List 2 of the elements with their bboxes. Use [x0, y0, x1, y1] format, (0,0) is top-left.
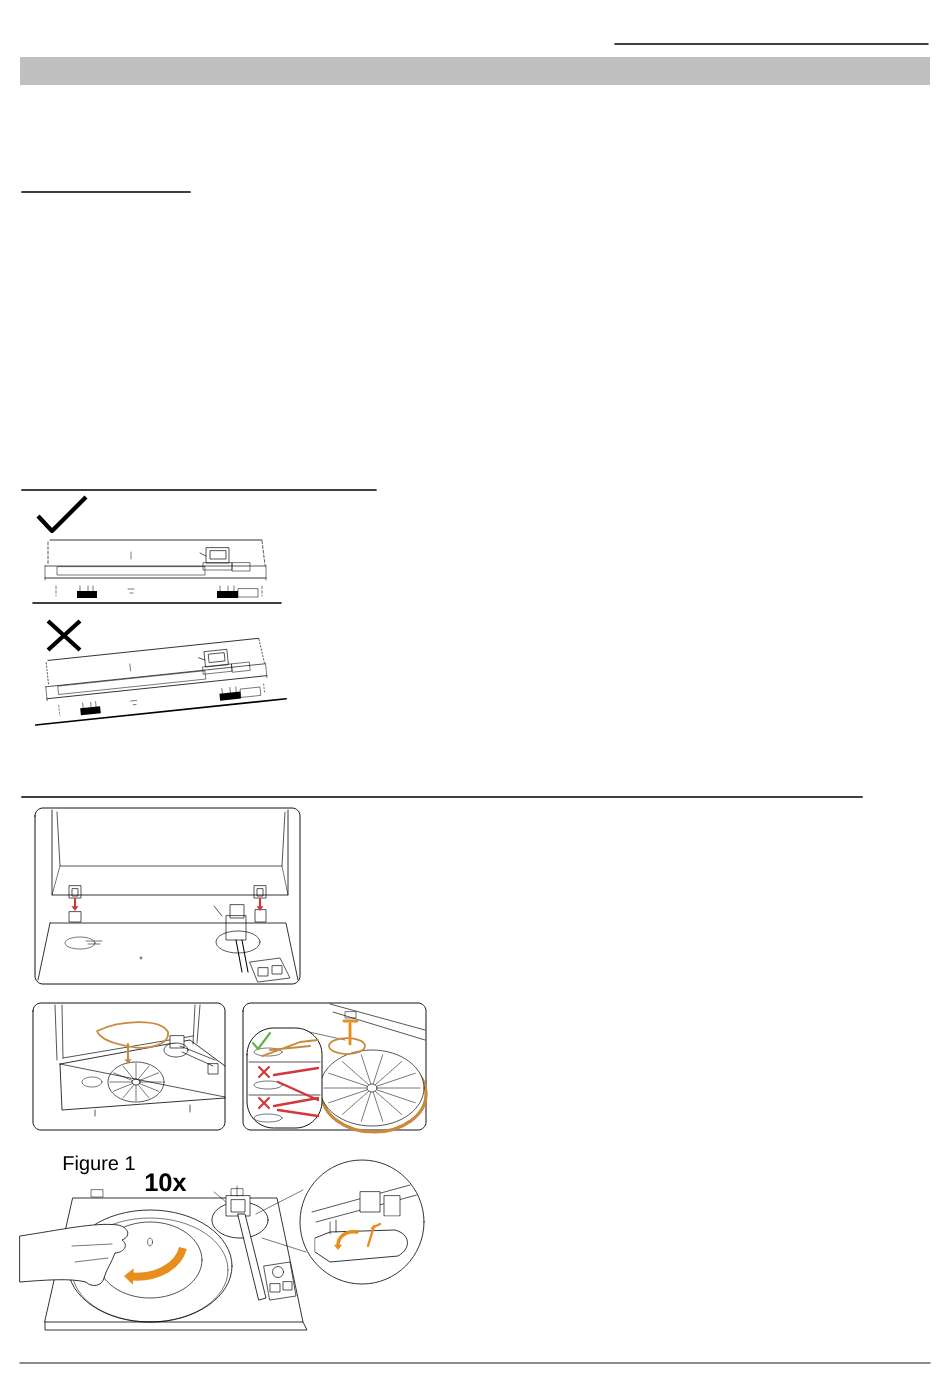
repeat-count: 10x	[145, 1173, 187, 1192]
figure-label: Figure 1	[63, 1155, 135, 1175]
